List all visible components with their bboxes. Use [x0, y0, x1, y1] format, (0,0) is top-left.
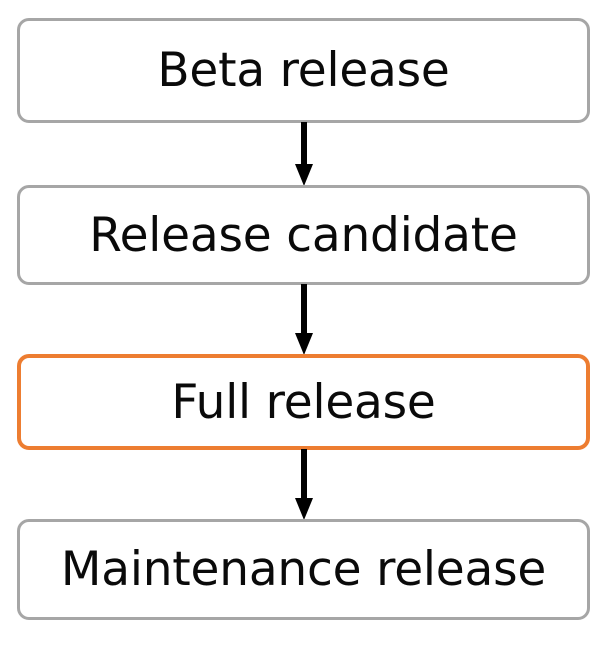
flow-node-beta-release[interactable]: Beta release: [17, 18, 590, 123]
flow-node-maintenance-release[interactable]: Maintenance release: [17, 519, 590, 620]
flow-connector-full-release-to-maintenance-release: [295, 449, 313, 520]
flow-node-full-release[interactable]: Full release: [17, 354, 590, 450]
arrow-head-down-icon: [295, 333, 313, 355]
flow-node-label: Maintenance release: [60, 542, 547, 597]
flow-node-label: Release candidate: [89, 207, 518, 263]
flow-connector-beta-to-release-candidate: [295, 122, 313, 186]
arrow-shaft: [301, 449, 307, 498]
arrow-head-down-icon: [295, 498, 313, 520]
arrow-shaft: [301, 122, 307, 164]
flow-node-label: Beta release: [157, 43, 450, 98]
flow-connector-release-candidate-to-full-release: [295, 284, 313, 355]
arrow-head-down-icon: [295, 164, 313, 186]
arrow-shaft: [301, 284, 307, 333]
flow-node-label: Full release: [171, 374, 436, 430]
flow-node-release-candidate[interactable]: Release candidate: [17, 185, 590, 285]
